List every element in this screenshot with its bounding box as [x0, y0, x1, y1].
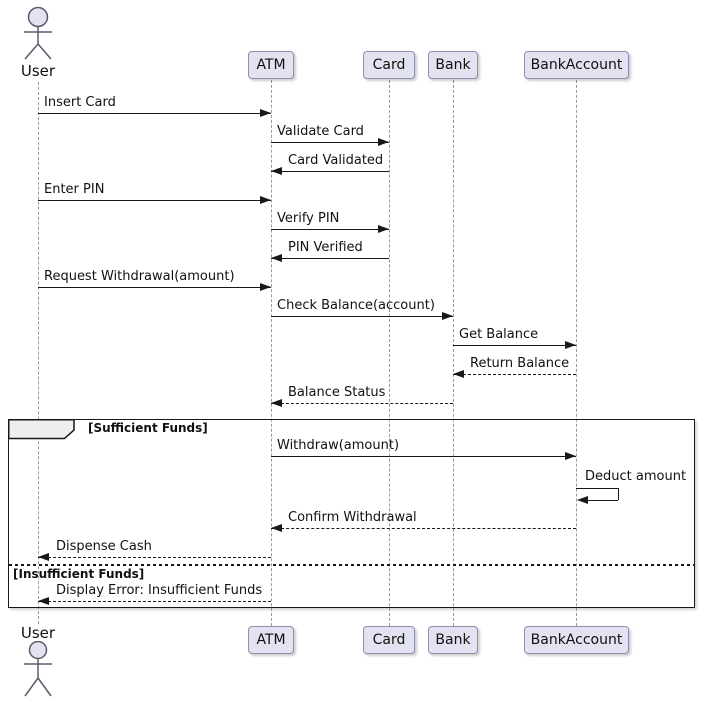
message-display-error: Display Error: Insufficient Funds: [56, 583, 263, 598]
message-confirm-withdrawal-line: [271, 528, 576, 529]
message-deduct-amount-line-down: [618, 488, 619, 500]
arrowhead-icon: [38, 553, 49, 561]
arrowhead-icon: [260, 283, 271, 291]
lifeline-user: [38, 82, 39, 624]
alt-operator-pentagon: [8, 419, 75, 440]
message-return-balance-line: [453, 374, 576, 375]
actor-user-label-bottom: User: [20, 624, 56, 642]
alt-frame: [8, 419, 695, 608]
arrowhead-icon: [38, 597, 49, 605]
arrowhead-icon: [260, 109, 271, 117]
arrowhead-icon: [453, 370, 464, 378]
message-validate-card: Validate Card: [277, 124, 364, 139]
guard-insufficient-funds: [Insufficient Funds]: [13, 567, 145, 581]
arrowhead-icon: [442, 312, 453, 320]
participant-card-bottom: Card: [363, 626, 415, 654]
message-return-balance: Return Balance: [470, 356, 570, 371]
participant-bankaccount-top: BankAccount: [524, 51, 629, 79]
message-dispense-cash: Dispense Cash: [56, 539, 152, 554]
arrowhead-icon: [271, 167, 282, 175]
arrowhead-icon: [271, 524, 282, 532]
actor-user-figure-top: [24, 6, 52, 60]
actor-user-figure-bottom: [24, 641, 52, 697]
actor-user-label-top: User: [20, 62, 56, 80]
arrowhead-icon: [260, 196, 271, 204]
lifeline-atm: [271, 80, 272, 626]
message-verify-pin-line: [271, 229, 389, 230]
message-check-balance: Check Balance(account): [277, 298, 435, 313]
lifeline-bankaccount: [576, 80, 577, 626]
message-balance-status-line: [271, 403, 453, 404]
lifeline-bank: [453, 80, 454, 626]
message-deduct-amount-line-out: [576, 488, 618, 489]
message-enter-pin-line: [38, 200, 271, 201]
message-deduct-amount: Deduct amount: [585, 469, 687, 484]
arrowhead-icon: [271, 254, 282, 262]
message-deduct-amount-line-return: [588, 500, 618, 501]
message-validate-card-line: [271, 142, 389, 143]
participant-atm-bottom: ATM: [248, 626, 294, 654]
arrowhead-icon: [565, 452, 576, 460]
arrowhead-icon: [565, 341, 576, 349]
message-card-validated-line: [271, 171, 389, 172]
message-get-balance-line: [453, 345, 576, 346]
arrowhead-icon: [577, 496, 588, 504]
participant-bankaccount-bottom: BankAccount: [524, 626, 629, 654]
participant-card-top: Card: [363, 51, 415, 79]
message-pin-verified: PIN Verified: [288, 240, 363, 255]
alt-else-divider: [9, 564, 694, 566]
message-insert-card-line: [38, 113, 271, 114]
message-enter-pin: Enter PIN: [44, 182, 105, 197]
message-dispense-cash-line: [38, 557, 271, 558]
arrowhead-icon: [271, 399, 282, 407]
message-card-validated: Card Validated: [288, 153, 384, 168]
message-verify-pin: Verify PIN: [277, 211, 340, 226]
guard-sufficient-funds: [Sufficient Funds]: [88, 421, 208, 435]
message-request-withdrawal: Request Withdrawal(amount): [44, 269, 235, 284]
arrowhead-icon: [378, 138, 389, 146]
participant-bank-top: Bank: [428, 51, 478, 79]
message-request-withdrawal-line: [38, 287, 271, 288]
participant-bank-bottom: Bank: [428, 626, 478, 654]
message-check-balance-line: [271, 316, 453, 317]
participant-atm-top: ATM: [248, 51, 294, 79]
message-get-balance: Get Balance: [459, 327, 539, 342]
lifeline-card: [389, 80, 390, 626]
arrowhead-icon: [378, 225, 389, 233]
message-insert-card: Insert Card: [44, 95, 116, 110]
message-balance-status: Balance Status: [288, 385, 386, 400]
message-pin-verified-line: [271, 258, 389, 259]
message-withdraw: Withdraw(amount): [277, 438, 400, 453]
message-withdraw-line: [271, 456, 576, 457]
message-display-error-line: [38, 601, 271, 602]
message-confirm-withdrawal: Confirm Withdrawal: [288, 510, 417, 525]
